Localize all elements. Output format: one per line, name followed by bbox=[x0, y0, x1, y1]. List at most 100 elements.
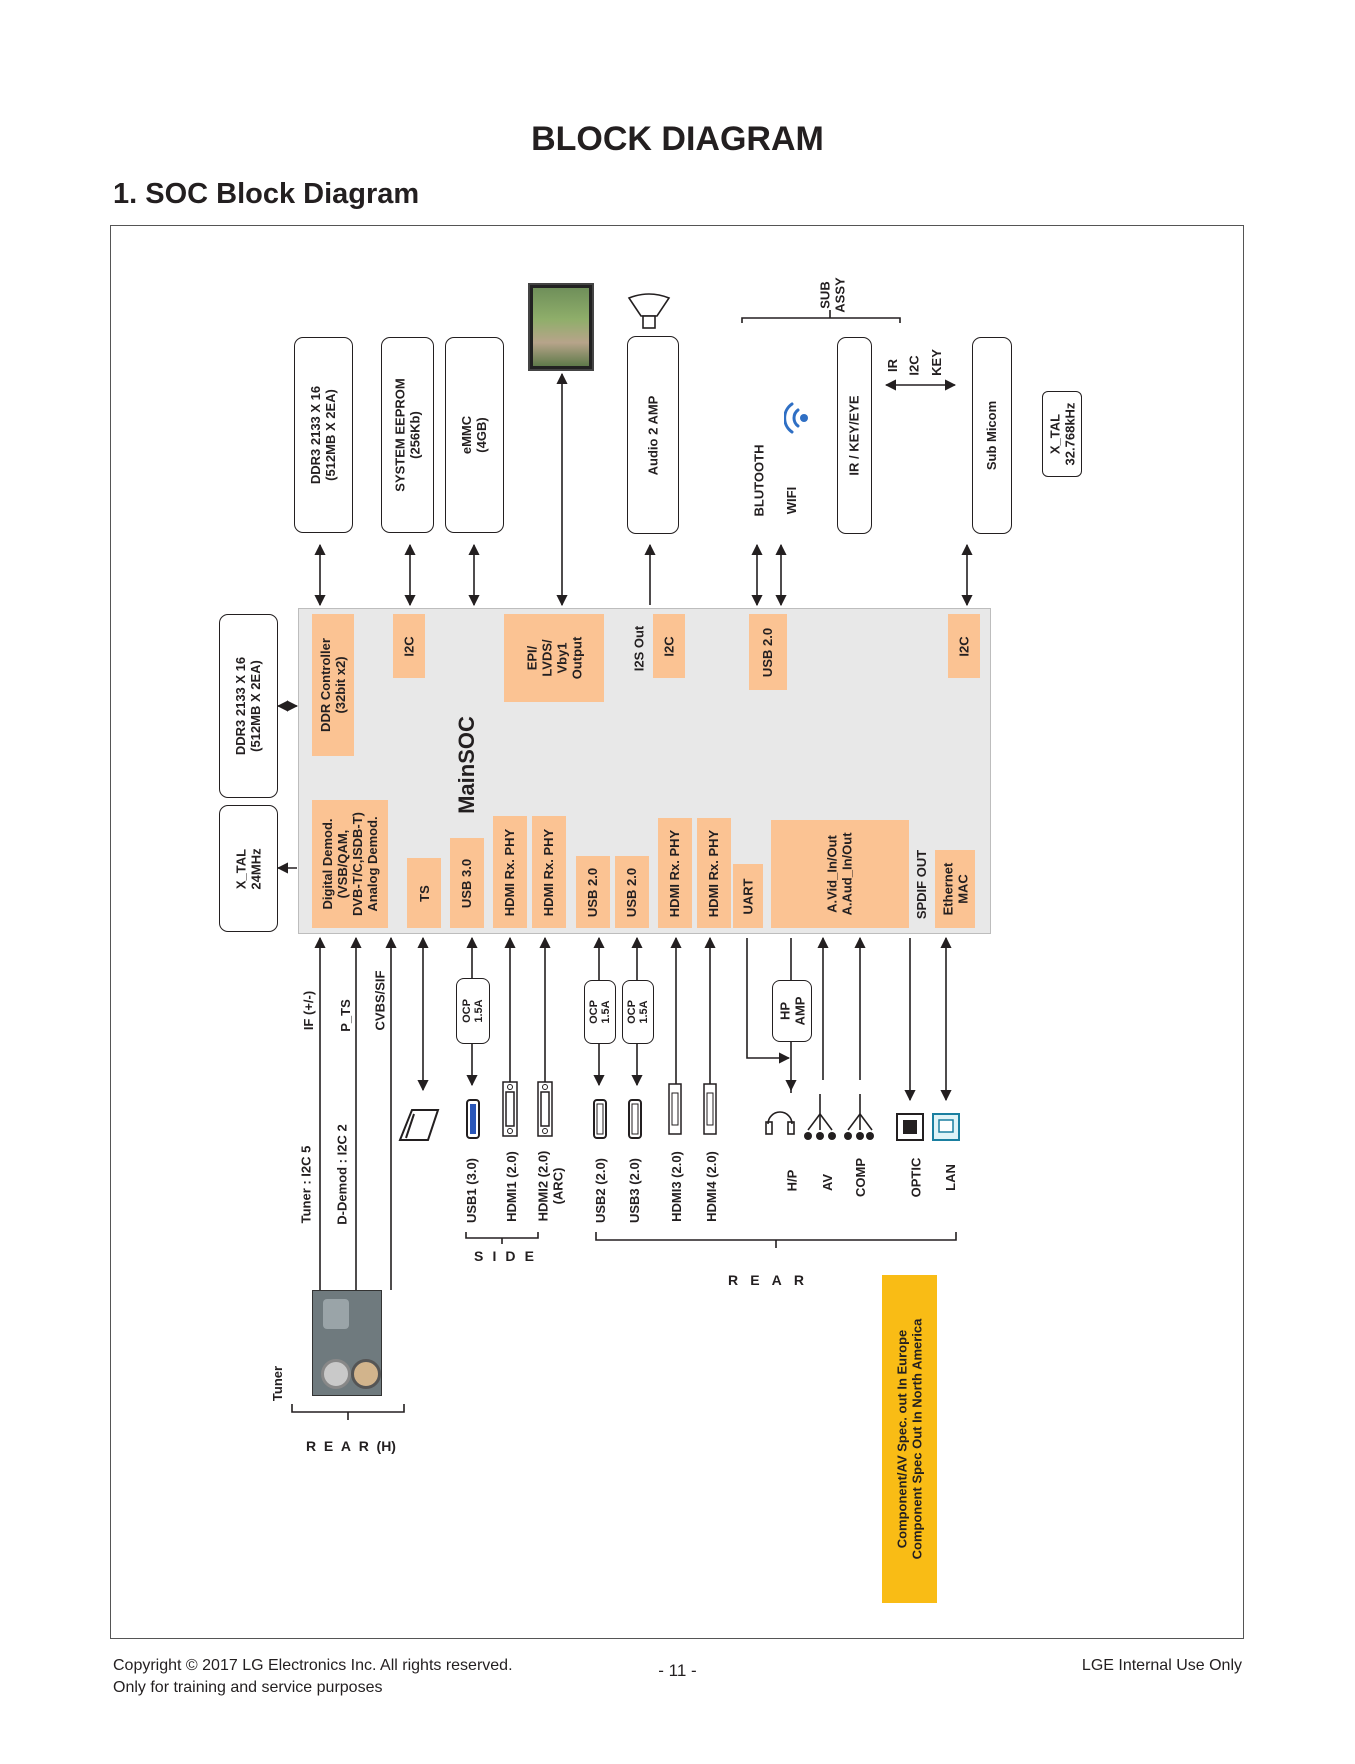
usb20-block-a: USB 2.0 bbox=[576, 856, 610, 928]
lan-port-icon bbox=[932, 1113, 960, 1141]
comp-label: COMP bbox=[852, 1158, 868, 1197]
optic-label: OPTIC bbox=[908, 1157, 924, 1198]
av-jacks-icon bbox=[765, 1094, 874, 1140]
tuner-rear-letter: R bbox=[306, 1438, 317, 1454]
usb2-label: USB2 (2.0) bbox=[593, 1157, 609, 1223]
i2c-signal-label: I2C bbox=[906, 354, 922, 376]
hdmi3-label: HDMI3 (2.0) bbox=[668, 1150, 684, 1222]
ir-key-eye-block: IR / KEY/EYE bbox=[837, 337, 872, 534]
tuner-rear-letter: E bbox=[323, 1438, 334, 1454]
main-soc-label: MainSOC bbox=[454, 716, 480, 814]
cvbs-sif-signal-label: CVBS/SIF bbox=[372, 970, 388, 1030]
sub-micom-block: Sub Micom bbox=[972, 337, 1012, 534]
usb1-label: USB1 (3.0) bbox=[464, 1157, 480, 1223]
audio-amp-label: Audio 2 AMP bbox=[645, 395, 661, 475]
tuner-label: Tuner bbox=[270, 1365, 286, 1401]
hdmi1-label-box: HDMI1 (2.0) bbox=[499, 1137, 523, 1235]
avout-line1: A.Vid_In/Out bbox=[824, 835, 840, 913]
usb20-b-label: USB 2.0 bbox=[624, 867, 640, 917]
optic-label-box: OPTIC bbox=[904, 1150, 928, 1205]
epi-line3: Vby1 bbox=[554, 642, 569, 674]
hdmi2-label-line1: HDMI2 (2.0) bbox=[535, 1150, 551, 1222]
ddr-controller-block: DDR Controller(32bit x2) bbox=[312, 614, 354, 756]
spdif-out-label: SPDIF OUT bbox=[914, 849, 930, 919]
ts-label: TS bbox=[416, 884, 432, 902]
usb20-top-block: USB 2.0 bbox=[749, 614, 787, 690]
page-number: - 11 - bbox=[658, 1661, 697, 1680]
wifi-label: WIFI bbox=[784, 486, 800, 514]
hdmi4-port-icon bbox=[703, 1083, 717, 1135]
sub-assy-line2: ASSY bbox=[833, 277, 848, 313]
hdmi4-label-box: HDMI4 (2.0) bbox=[699, 1137, 723, 1235]
ocp-a-line2: 1.5A bbox=[473, 999, 485, 1023]
hdmi4-label: HDMI4 (2.0) bbox=[703, 1150, 719, 1222]
audio-amp-block: Audio 2 AMP bbox=[627, 336, 679, 534]
i2s-out-label: I2S Out bbox=[631, 625, 647, 671]
rear-letter: R bbox=[793, 1272, 804, 1288]
hdmi1-port-icon bbox=[502, 1081, 518, 1137]
usb3-rear-port-icon bbox=[628, 1099, 642, 1139]
purpose-text: Only for training and service purposes bbox=[113, 1679, 383, 1696]
usb30-block: USB 3.0 bbox=[450, 838, 484, 928]
side-letter: E bbox=[524, 1248, 534, 1264]
av-label: AV bbox=[820, 1173, 836, 1192]
hp-amp-line2: AMP bbox=[791, 996, 807, 1026]
tuner-label-box: Tuner bbox=[266, 1360, 290, 1406]
i2c-block-2-label: I2C bbox=[661, 635, 677, 657]
hdmi2-port-icon bbox=[537, 1081, 553, 1137]
copyright-text: Copyright © 2017 LG Electronics Inc. All… bbox=[113, 1657, 513, 1674]
lan-label-box: LAN bbox=[938, 1155, 962, 1200]
hdmi-rx-4-label: HDMI Rx. PHY bbox=[706, 829, 722, 917]
tuner-image bbox=[312, 1290, 382, 1396]
hdmi-rx-phy-4: HDMI Rx. PHY bbox=[697, 818, 731, 928]
ir-signal-box: IR bbox=[882, 350, 902, 380]
eth-line1: Ethernet bbox=[940, 862, 956, 916]
ddemod-i2c-label: D-Demod : I2C 2 bbox=[334, 1123, 350, 1225]
usb3-port-icon bbox=[466, 1099, 480, 1139]
hp-amp-line1: HP bbox=[776, 1001, 792, 1021]
bluetooth-label: BLUTOOTH bbox=[751, 444, 767, 516]
if-signal-box: IF (+/-) bbox=[297, 980, 321, 1040]
hdmi-rx-phy-2: HDMI Rx. PHY bbox=[532, 816, 566, 928]
ddr3-top-line1: DDR3 2133 X 16 bbox=[308, 385, 324, 485]
i2c-signal-box: I2C bbox=[904, 347, 924, 383]
hdmi-rx-2-label: HDMI Rx. PHY bbox=[541, 828, 557, 916]
ddr3-top-line2: (512MB X 2EA) bbox=[323, 389, 339, 481]
side-label: S I D E bbox=[474, 1248, 534, 1264]
comp-label-box: COMP bbox=[848, 1150, 872, 1205]
sub-assy-line1: SUB bbox=[818, 281, 833, 309]
side-letter: D bbox=[505, 1248, 516, 1264]
tuner-i2c-label: Tuner : I2C 5 bbox=[298, 1145, 314, 1223]
i2c-block-2: I2C bbox=[653, 614, 685, 678]
xtal-32k-line1: X_TAL bbox=[1047, 413, 1063, 455]
sub-micom-label: Sub Micom bbox=[984, 400, 1000, 471]
rear-label: R E A R bbox=[728, 1272, 804, 1288]
xtal-32k-line2: 32.768kHz bbox=[1062, 402, 1078, 466]
emmc-block: eMMC(4GB) bbox=[445, 337, 504, 533]
usb1-label-box: USB1 (3.0) bbox=[460, 1145, 484, 1235]
key-signal-box: KEY bbox=[926, 342, 946, 382]
ddr-controller-line2: (32bit x2) bbox=[333, 656, 349, 714]
rear-letter: R bbox=[728, 1272, 739, 1288]
i2s-out-box: I2S Out bbox=[628, 616, 650, 680]
demod-line4: Analog Demod. bbox=[365, 816, 380, 912]
i2c-block-1-label: I2C bbox=[401, 635, 417, 657]
hdmi-rx-phy-1: HDMI Rx. PHY bbox=[493, 816, 527, 928]
hdmi-rx-1-label: HDMI Rx. PHY bbox=[502, 828, 518, 916]
display-panel-image bbox=[528, 283, 594, 371]
side-letter: I bbox=[492, 1248, 497, 1264]
av-label-box: AV bbox=[816, 1165, 840, 1200]
bluetooth-label-box: BLUTOOTH bbox=[742, 420, 776, 540]
hp-label-box: H/P bbox=[780, 1160, 804, 1200]
emmc-line2: (4GB) bbox=[474, 417, 490, 453]
ts-block: TS bbox=[407, 858, 441, 928]
wifi-icon bbox=[784, 402, 808, 434]
epi-line1: EPI/ bbox=[524, 645, 539, 671]
